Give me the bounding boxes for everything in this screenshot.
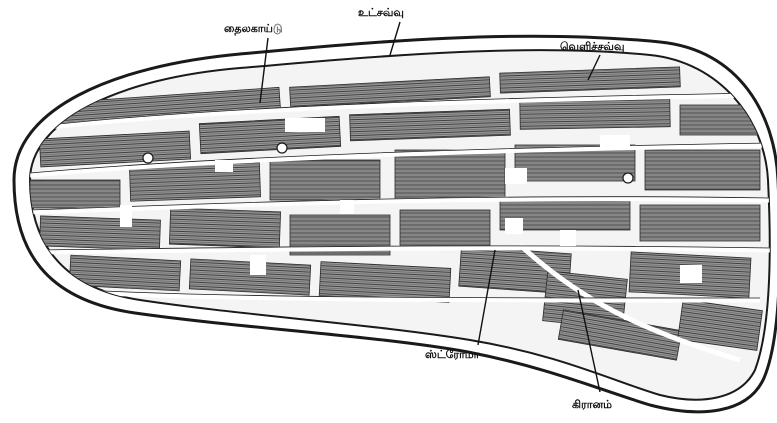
label-granum: கிரானம்	[572, 398, 612, 411]
label-stroma: ஸ்ட்ரோமா	[425, 348, 480, 361]
label-outer-membrane: வெளிச்சவ்வு	[560, 40, 625, 53]
label-thylakoid: தைலகாய்டு	[224, 22, 283, 36]
label-inner-membrane: உட்சவ்வு	[358, 6, 404, 19]
